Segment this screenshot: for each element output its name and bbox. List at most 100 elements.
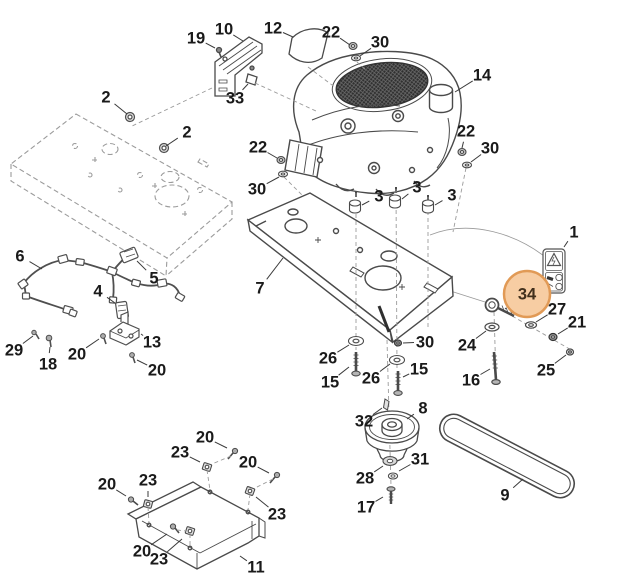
callout-label: 7 bbox=[255, 280, 264, 298]
callout-2[interactable]: 2 bbox=[101, 89, 128, 115]
callout-20[interactable]: 20 bbox=[136, 359, 166, 380]
callout-3[interactable]: 3 bbox=[434, 187, 457, 206]
callout-31[interactable]: 31 bbox=[398, 451, 429, 472]
callout-16[interactable]: 16 bbox=[462, 368, 491, 390]
spacers-3 bbox=[348, 194, 435, 214]
callout-18[interactable]: 18 bbox=[39, 346, 57, 374]
callout-3[interactable]: 3 bbox=[401, 179, 422, 200]
leader-line bbox=[136, 359, 148, 366]
callout-23[interactable]: 23 bbox=[255, 496, 286, 524]
callout-label: 24 bbox=[458, 337, 477, 355]
callout-20[interactable]: 20 bbox=[196, 429, 228, 449]
callout-10[interactable]: 10 bbox=[215, 21, 244, 42]
callout-label: 14 bbox=[473, 67, 492, 85]
callout-8[interactable]: 8 bbox=[406, 400, 428, 420]
callout-label: 10 bbox=[215, 21, 233, 39]
callout-22[interactable]: 22 bbox=[322, 24, 351, 46]
callout-label: 25 bbox=[537, 362, 555, 380]
chassis-panel-reference bbox=[10, 113, 233, 277]
callout-15[interactable]: 15 bbox=[321, 366, 350, 392]
callout-30[interactable]: 30 bbox=[402, 334, 434, 352]
callout-label: 27 bbox=[548, 301, 566, 319]
leader-line bbox=[557, 327, 568, 335]
callout-20[interactable]: 20 bbox=[133, 533, 168, 561]
screw-20 bbox=[129, 352, 135, 358]
leader-line bbox=[205, 42, 216, 49]
leader-line bbox=[406, 413, 415, 420]
callout-30[interactable]: 30 bbox=[248, 176, 280, 199]
callout-25[interactable]: 25 bbox=[537, 354, 567, 380]
callout-27[interactable]: 27 bbox=[535, 301, 566, 323]
callout-22[interactable]: 22 bbox=[249, 139, 278, 159]
leader-line bbox=[165, 137, 179, 147]
callout-20[interactable]: 20 bbox=[68, 338, 100, 364]
callout-1[interactable]: 1 bbox=[563, 224, 579, 248]
callout-11[interactable]: 11 bbox=[239, 555, 265, 577]
leader-line bbox=[535, 314, 548, 323]
leader-line bbox=[398, 464, 411, 472]
clamp-33 bbox=[245, 73, 258, 86]
callout-28[interactable]: 28 bbox=[356, 465, 384, 488]
callout-9[interactable]: 9 bbox=[500, 478, 524, 505]
leader-line bbox=[267, 152, 278, 159]
callout-19[interactable]: 19 bbox=[187, 30, 216, 49]
blade-icon bbox=[546, 276, 554, 281]
callout-26[interactable]: 26 bbox=[319, 344, 350, 368]
callout-33[interactable]: 33 bbox=[226, 83, 249, 108]
callout-13[interactable]: 13 bbox=[140, 334, 161, 352]
callout-5[interactable]: 5 bbox=[136, 260, 159, 288]
callout-4[interactable]: 4 bbox=[93, 283, 116, 304]
leader-line bbox=[554, 354, 567, 364]
leader-line bbox=[461, 141, 464, 149]
leader-line bbox=[337, 344, 350, 353]
callout-6[interactable]: 6 bbox=[15, 248, 43, 270]
callout-3[interactable]: 3 bbox=[361, 188, 384, 206]
callout-30[interactable]: 30 bbox=[359, 34, 389, 57]
callout-label: 23 bbox=[171, 444, 189, 462]
callout-20[interactable]: 20 bbox=[239, 454, 270, 474]
leader-line bbox=[106, 296, 116, 304]
selected-callout-highlight bbox=[502, 269, 552, 319]
harness-connectors bbox=[17, 254, 186, 318]
callout-15[interactable]: 15 bbox=[402, 361, 428, 379]
callout-label: 12 bbox=[264, 20, 282, 38]
callout-2[interactable]: 2 bbox=[165, 124, 192, 147]
pulley-group bbox=[364, 398, 420, 504]
bolt-15 bbox=[393, 371, 403, 396]
callout-20[interactable]: 20 bbox=[98, 476, 127, 497]
callout-14[interactable]: 14 bbox=[454, 67, 492, 93]
callout-32[interactable]: 32 bbox=[355, 407, 383, 431]
callout-17[interactable]: 17 bbox=[357, 496, 384, 517]
leader-line bbox=[402, 373, 410, 378]
bolt-15 bbox=[351, 352, 361, 377]
callout-34-selected[interactable]: 34 bbox=[502, 269, 552, 319]
callout-label: 20 bbox=[133, 543, 151, 561]
leader-line bbox=[116, 489, 127, 497]
callout-29[interactable]: 29 bbox=[5, 335, 34, 360]
callout-12[interactable]: 12 bbox=[264, 20, 294, 38]
callout-label: 22 bbox=[322, 24, 340, 42]
callout-21[interactable]: 21 bbox=[557, 314, 586, 335]
callout-22[interactable]: 22 bbox=[457, 123, 475, 149]
callout-23[interactable]: 23 bbox=[150, 538, 183, 569]
bracket-13 bbox=[109, 311, 140, 346]
belt-guard bbox=[126, 447, 281, 570]
callout-23[interactable]: 23 bbox=[171, 444, 201, 463]
bolt-16 bbox=[491, 351, 501, 386]
leader-line bbox=[136, 260, 147, 271]
callout-label: 3 bbox=[374, 188, 383, 206]
callout-26[interactable]: 26 bbox=[362, 363, 391, 388]
leader-line bbox=[189, 456, 201, 463]
leader-line bbox=[266, 176, 280, 185]
leader-line bbox=[475, 330, 487, 339]
callout-24[interactable]: 24 bbox=[458, 330, 487, 355]
callout-label: 4 bbox=[93, 283, 103, 301]
callout-label: 13 bbox=[143, 334, 161, 352]
leader-line bbox=[255, 496, 269, 508]
callout-23[interactable]: 23 bbox=[139, 472, 157, 498]
callout-7[interactable]: 7 bbox=[255, 257, 284, 298]
v-belt bbox=[438, 413, 576, 499]
leader-line bbox=[401, 193, 409, 200]
leader-line bbox=[29, 261, 43, 270]
callout-30[interactable]: 30 bbox=[470, 140, 499, 163]
